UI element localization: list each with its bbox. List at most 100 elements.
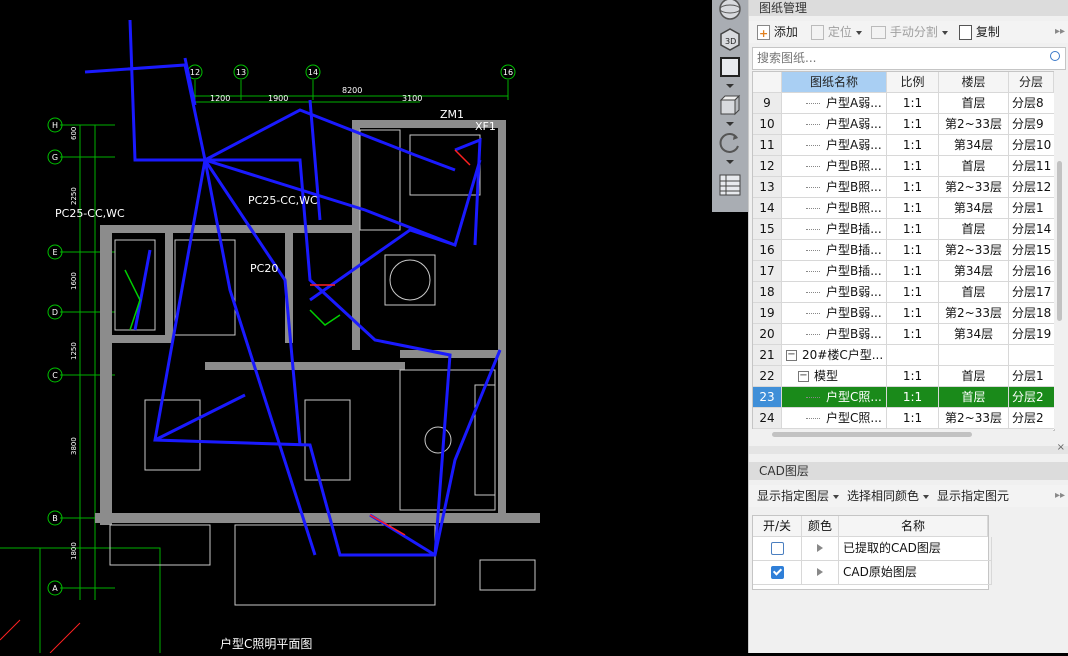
scroll-thumb[interactable] [772, 432, 972, 437]
manual-split-button[interactable]: 手动分割 [871, 21, 948, 43]
drawing-title: 户型C照明平面图 [220, 636, 312, 651]
header-layer-name: 名称 [839, 516, 988, 537]
show-specified-element-button[interactable]: 显示指定图元 [937, 485, 1009, 507]
search-icon[interactable] [1050, 51, 1060, 61]
drawing-name-cell[interactable]: 户型B弱... [782, 303, 887, 324]
header-scale[interactable]: 比例 [887, 72, 939, 93]
drawing-name-cell[interactable]: −模型 [782, 366, 887, 387]
3d-view-icon[interactable]: 3D [717, 26, 743, 52]
floor-plan-svg[interactable]: PC25-CC,WC PC25-CC,WC PC20 ZM1 XF1 户型C照明… [0, 0, 712, 654]
drawing-name: 户型C照... [826, 390, 882, 404]
axis-12: 12 [190, 68, 200, 77]
drawing-name-cell[interactable]: 户型B照... [782, 156, 887, 177]
grid-panel-icon[interactable] [717, 172, 743, 198]
panel-splitter[interactable]: × [749, 442, 1068, 454]
select-same-color-button[interactable]: 选择相同颜色 [847, 485, 930, 507]
close-icon[interactable]: × [1056, 442, 1065, 453]
drawing-name-cell[interactable]: 户型B弱... [782, 324, 887, 345]
box-view-icon[interactable] [717, 54, 743, 80]
drawing-name-cell[interactable]: 户型C照... [782, 387, 887, 408]
axis-g: G [52, 153, 58, 162]
layer-row-extracted[interactable]: 已提取的CAD图层 [753, 537, 992, 561]
axis-c: C [52, 371, 58, 380]
table-vertical-scrollbar[interactable] [1054, 71, 1065, 429]
header-name[interactable]: 图纸名称 [782, 72, 887, 93]
layer-toggle-checkbox[interactable] [771, 542, 784, 555]
floor-cell: 第34层 [939, 135, 1009, 156]
row-number: 17 [753, 261, 782, 282]
drawing-name-cell[interactable]: 户型A弱... [782, 135, 887, 156]
drawing-name-cell[interactable]: 户型C照... [782, 408, 887, 429]
header-floor[interactable]: 楼层 [939, 72, 1009, 93]
cad-drawing-canvas-lower[interactable] [712, 212, 748, 653]
drawing-name-cell[interactable]: 户型A弱... [782, 93, 887, 114]
floor-cell: 首层 [939, 219, 1009, 240]
drawing-name-cell[interactable]: 户型B插... [782, 261, 887, 282]
drawing-name-cell[interactable]: 户型B弱... [782, 282, 887, 303]
table-row[interactable]: 21−20#楼C户型... [753, 345, 1054, 366]
show-specified-layer-button[interactable]: 显示指定图层 [757, 485, 840, 507]
tree-line [806, 334, 820, 336]
axis-d: D [52, 308, 58, 317]
collapse-icon[interactable]: − [798, 370, 809, 382]
floor-cell: 第34层 [939, 324, 1009, 345]
sphere-icon[interactable] [717, 0, 743, 22]
color-triangle-icon[interactable] [817, 568, 823, 576]
drawing-name-cell[interactable]: 户型B照... [782, 177, 887, 198]
layer-cell: 分层2 [1009, 408, 1054, 429]
label-xf1: XF1 [475, 120, 496, 133]
walls [95, 120, 540, 525]
layer-toggle-checkbox[interactable] [771, 566, 784, 579]
chevron-down-icon[interactable] [726, 160, 734, 164]
label-pc20: PC20 [250, 262, 278, 275]
more-chevron-icon[interactable]: ▸▸ [1055, 490, 1066, 501]
header-rownum [753, 72, 782, 93]
axis-14: 14 [308, 68, 318, 77]
tree-line [806, 103, 820, 105]
layer-cell: 分层9 [1009, 114, 1054, 135]
cad-drawing-canvas[interactable]: PC25-CC,WC PC25-CC,WC PC20 ZM1 XF1 户型C照明… [0, 0, 712, 654]
more-chevron-icon[interactable]: ▸▸ [1055, 26, 1066, 37]
drawing-name-cell[interactable]: 户型B插... [782, 240, 887, 261]
layer-row-original[interactable]: CAD原始图层 [753, 561, 992, 585]
copy-button[interactable]: 复制 [959, 21, 1000, 43]
locate-button[interactable]: 定位 [811, 21, 862, 43]
header-layer[interactable]: 分层 [1009, 72, 1054, 93]
rotate-icon[interactable] [717, 130, 743, 156]
collapse-icon[interactable]: − [786, 349, 797, 361]
drawing-name-cell[interactable]: 户型B插... [782, 219, 887, 240]
table-horizontal-scrollbar[interactable] [752, 429, 1053, 440]
scale-cell: 1:1 [887, 135, 939, 156]
scroll-thumb[interactable] [1057, 161, 1062, 321]
chevron-down-icon[interactable] [726, 122, 734, 126]
add-button[interactable]: + 添加 [757, 21, 798, 43]
search-input[interactable] [753, 48, 1037, 67]
tree-line [806, 418, 820, 420]
drawing-name-cell[interactable]: −20#楼C户型... [782, 345, 887, 366]
solid-box-icon[interactable] [717, 92, 743, 118]
copy-label: 复制 [975, 25, 1000, 39]
color-triangle-icon[interactable] [817, 544, 823, 552]
row-number: 16 [753, 240, 782, 261]
axis-e: E [52, 248, 57, 257]
chevron-down-icon[interactable] [726, 84, 734, 88]
row-number: 20 [753, 324, 782, 345]
drawing-name-cell[interactable]: 户型B照... [782, 198, 887, 219]
drawing-name-cell[interactable]: 户型A弱... [782, 114, 887, 135]
view-toolstrip: 3D [712, 0, 749, 212]
